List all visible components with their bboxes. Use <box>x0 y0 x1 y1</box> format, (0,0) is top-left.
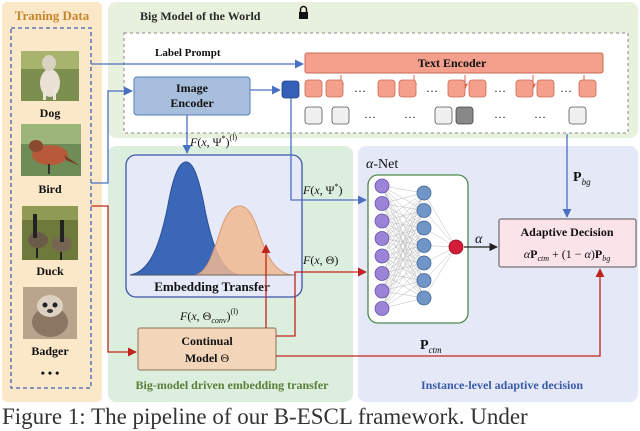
duck-label: Duck <box>36 264 64 278</box>
continual-model-line1: Continual <box>181 334 233 348</box>
alpha-net-node <box>374 283 390 299</box>
image-feature-square <box>281 80 300 99</box>
adaptive-region-label: Instance-level adaptive decision <box>421 378 583 392</box>
alpha-net-label: α-Net <box>366 157 398 172</box>
alpha-net-node <box>374 231 390 246</box>
alpha-net-edge <box>423 192 457 248</box>
f-theta-conv-l-label: F(x, Θconv)(l) <box>179 307 238 325</box>
embedding-transfer-region-label: Big-model driven embedding transfer <box>136 378 330 392</box>
alpha-net-node <box>374 196 390 211</box>
bird-label: Bird <box>38 182 62 196</box>
alpha-net-node <box>374 213 390 229</box>
lock-icon <box>299 5 308 19</box>
alpha-net-edge <box>381 245 425 309</box>
text-encoder-box <box>304 52 604 74</box>
bird-photo-icon <box>21 124 81 176</box>
adaptive-decision-formula: αPctm + (1 − α)Pbg <box>524 247 610 263</box>
training-data-dashed-box <box>10 27 92 389</box>
similarity-row <box>304 106 587 125</box>
alpha-net-edge <box>423 246 457 281</box>
alpha-net-node <box>416 238 432 253</box>
continual-model-box <box>137 327 277 371</box>
to-image-encoder-arrow <box>91 86 133 184</box>
text-dots-3: ··· <box>494 84 506 98</box>
f-psi-l-label: F(x, Ψ*)(l) <box>189 133 237 149</box>
training-data-title: Traning Data <box>15 8 90 23</box>
text-embedding-row <box>304 79 597 98</box>
badger-label: Badger <box>31 344 69 358</box>
p-bg-label: Pbg <box>573 170 591 187</box>
f-theta-label: F(x, Θ) <box>302 253 338 267</box>
continual-model-line2: Model Θ <box>185 351 230 365</box>
alpha-net-edge <box>423 246 457 299</box>
sim-dots-2: ··· <box>404 110 416 124</box>
sim-dots-1: ··· <box>364 110 376 124</box>
alpha-net-edge <box>381 280 425 309</box>
text-dots-1: ··· <box>354 84 366 98</box>
dog-photo-icon <box>21 51 79 101</box>
alpha-net-edge <box>381 262 425 309</box>
alpha-net-node <box>416 220 432 236</box>
more-items-ellipsis: • • • <box>41 366 60 380</box>
alpha-net-node <box>374 301 390 316</box>
text-dots-2: ··· <box>426 84 438 98</box>
alpha-net-node <box>416 255 432 271</box>
sim-dots-3: ··· <box>494 110 506 124</box>
label-prompt-text: Label Prompt <box>155 47 221 59</box>
alpha-net-edge <box>381 192 425 222</box>
alpha-net-node <box>374 178 390 194</box>
alpha-net-edge <box>381 227 425 309</box>
alpha-net-node <box>416 203 432 218</box>
alpha-net-edge <box>423 210 457 248</box>
dog-label: Dog <box>40 106 61 120</box>
figure-caption: Figure 1: The pipeline of our B-ESCL fra… <box>2 404 528 429</box>
alpha-net-node <box>374 248 390 264</box>
continual-model-distribution-curve <box>194 205 293 276</box>
image-encoder-line1: Image <box>176 81 209 95</box>
alpha-net-node <box>374 266 390 281</box>
alpha-net-output-node <box>448 239 464 255</box>
continual-to-alpha-net-arrow <box>276 267 367 337</box>
f-psi-label: F(x, Ψ*) <box>302 182 343 197</box>
to-continual-model-arrow <box>91 205 137 357</box>
embedding-transfer-box <box>125 154 303 298</box>
alpha-net-node <box>416 290 432 306</box>
alpha-net-nodes <box>374 178 464 316</box>
embedding-transfer-label: Embedding Transfer <box>154 279 270 294</box>
p-ctm-label: Pctm <box>420 338 442 355</box>
sim-dots-4: ··· <box>534 110 546 124</box>
big-model-title: Big Model of the World <box>140 9 261 23</box>
image-encoder-line2: Encoder <box>170 96 214 110</box>
alpha-net-edge <box>381 192 425 274</box>
alpha-net-edge <box>381 192 425 239</box>
alpha-net-node <box>416 273 432 288</box>
alpha-output-label: α <box>475 232 483 247</box>
adaptive-decision-title: Adaptive Decision <box>521 225 614 239</box>
text-dots-4: ··· <box>560 84 572 98</box>
image-encoder-box <box>133 76 251 116</box>
duck-photo-icon <box>22 206 78 260</box>
adaptive-decision-box <box>498 218 637 268</box>
alpha-net-node <box>416 185 432 201</box>
text-encoder-label: Text Encoder <box>418 56 487 70</box>
p-ctm-arrow <box>276 268 605 357</box>
alpha-net-edge <box>381 192 425 257</box>
feature-to-alpha-net-arrow <box>290 98 367 205</box>
badger-photo-icon <box>23 287 77 339</box>
